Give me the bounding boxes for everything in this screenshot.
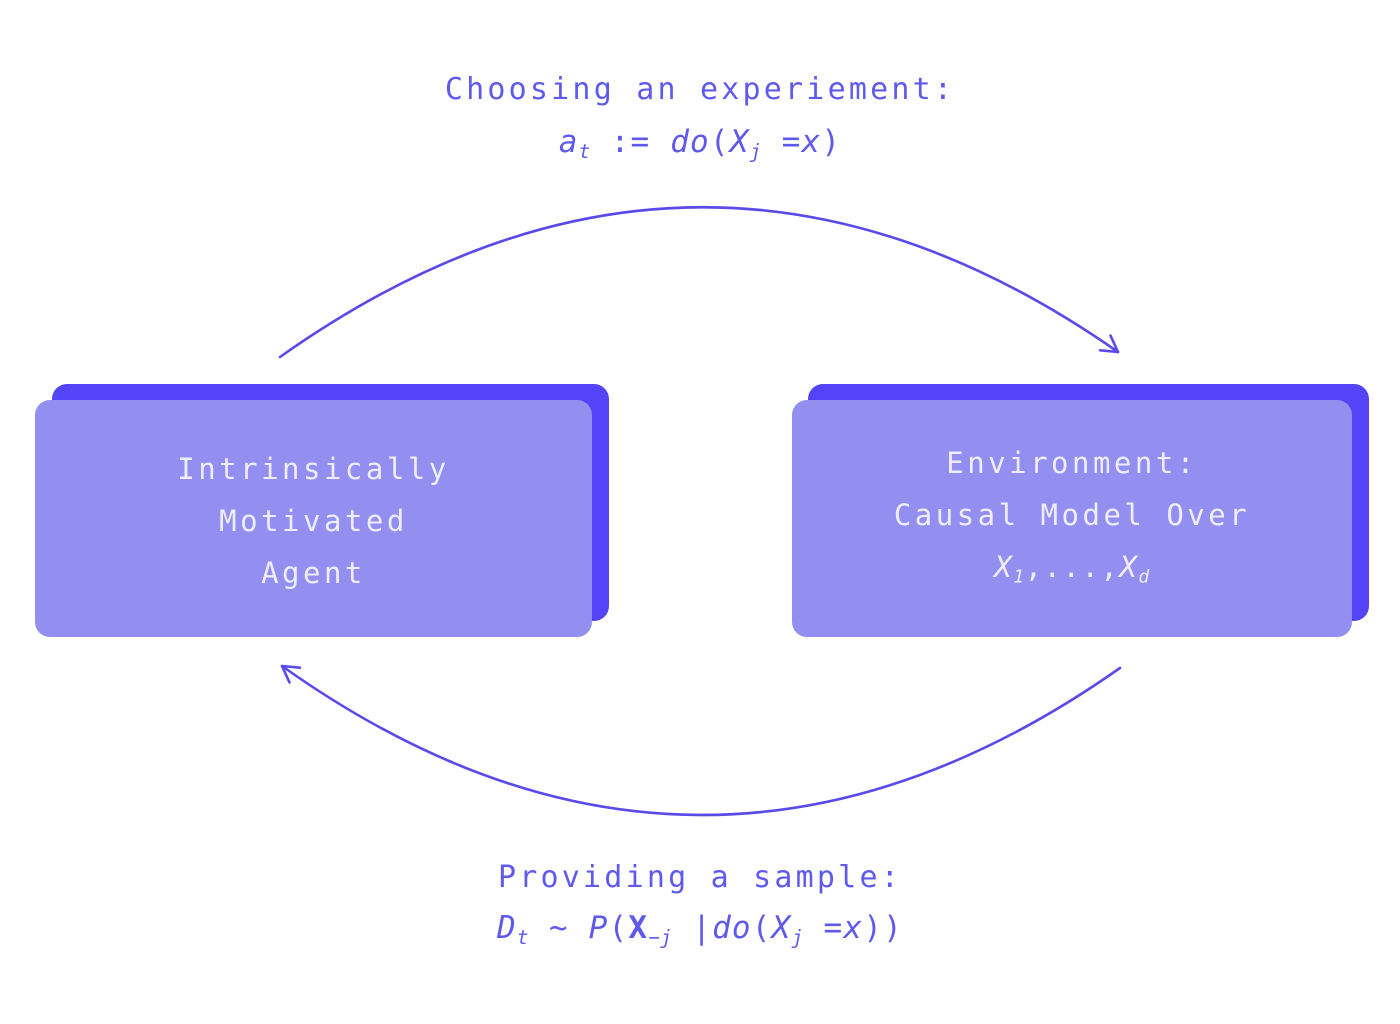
environment-box-variables: X1,...,Xd xyxy=(994,550,1150,588)
agent-box-line: Motivated xyxy=(219,503,408,538)
providing-arrowhead-icon xyxy=(280,664,302,684)
environment-box: Environment: Causal Model Over X1,...,Xd xyxy=(792,400,1352,637)
providing-formula: Dt ~ P(X−j |do(Xj =x)) xyxy=(497,910,903,949)
choosing-arrowhead-icon xyxy=(1098,334,1120,354)
choosing-arrow-curve xyxy=(278,205,1120,359)
agent-box-line: Agent xyxy=(261,555,366,590)
environment-box-line: Causal Model Over xyxy=(893,498,1251,533)
providing-caption: Providing a sample: xyxy=(498,860,902,895)
environment-box-line: Environment: xyxy=(946,446,1198,481)
agent-box: Intrinsically Motivated Agent xyxy=(35,400,592,637)
choosing-caption: Choosing an experiement: xyxy=(444,72,956,107)
agent-box-line: Intrinsically xyxy=(177,451,450,486)
choosing-formula: at := do(Xj =x) xyxy=(558,124,842,163)
providing-arrow-curve xyxy=(280,664,1122,817)
